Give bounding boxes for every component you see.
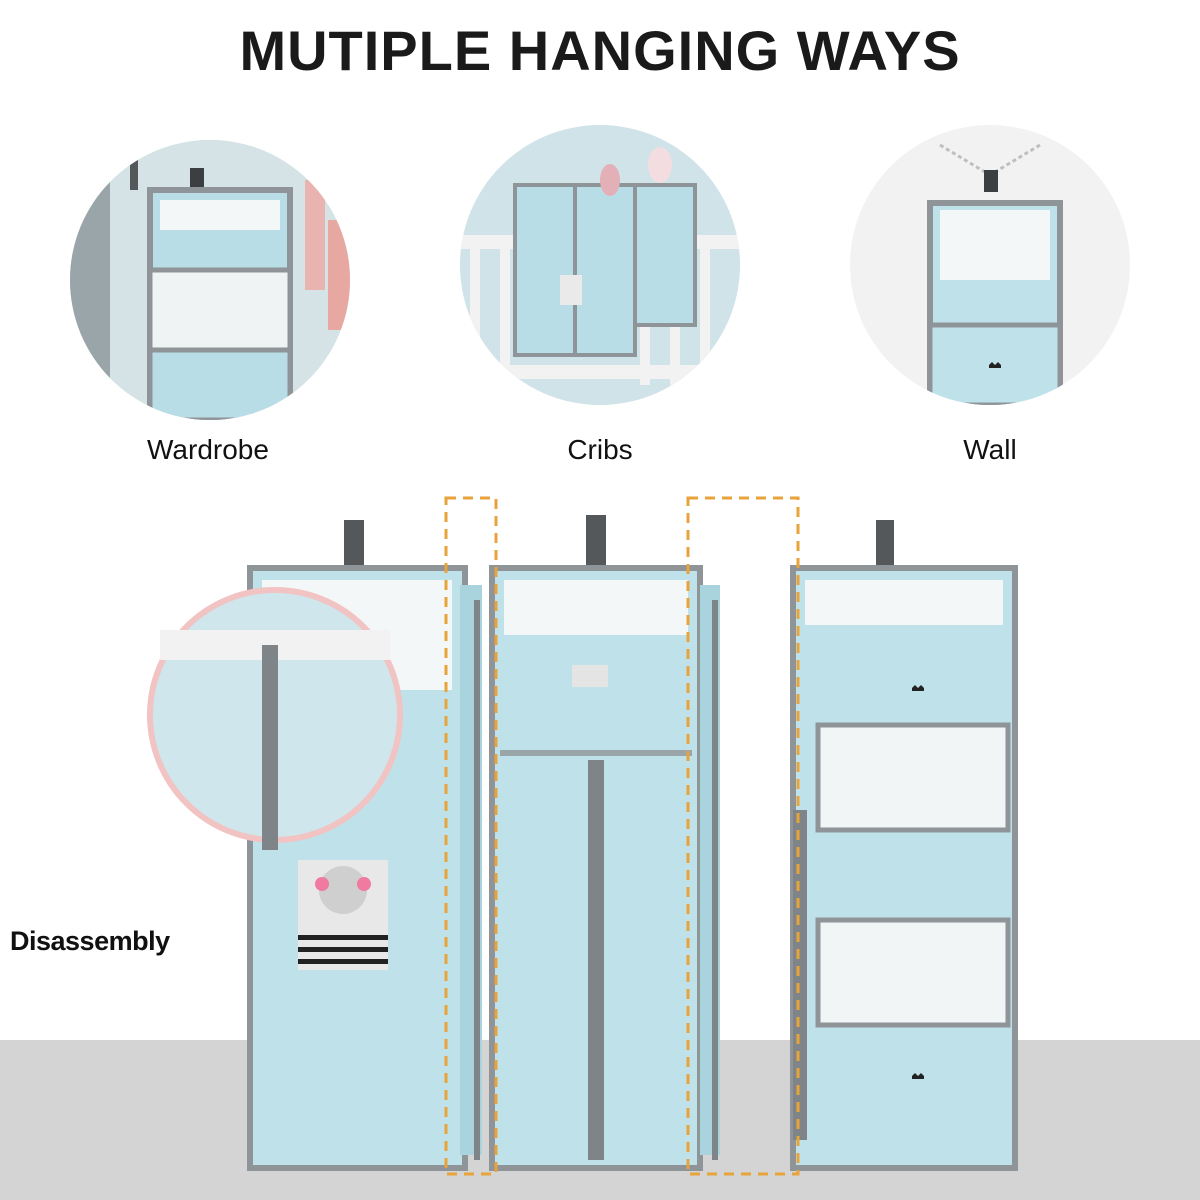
wardrobe-photo bbox=[70, 140, 350, 420]
disassembly-label: Disassembly bbox=[10, 926, 170, 956]
organizer-disassembly-illustration bbox=[147, 496, 1018, 1176]
crib-photo bbox=[460, 125, 740, 405]
wall-photo bbox=[850, 125, 1130, 405]
page-title: MUTIPLE HANGING WAYS bbox=[239, 19, 961, 82]
wardrobe-label: Wardrobe bbox=[147, 434, 269, 465]
cribs-label: Cribs bbox=[567, 434, 633, 465]
wall-label: Wall bbox=[963, 434, 1017, 465]
